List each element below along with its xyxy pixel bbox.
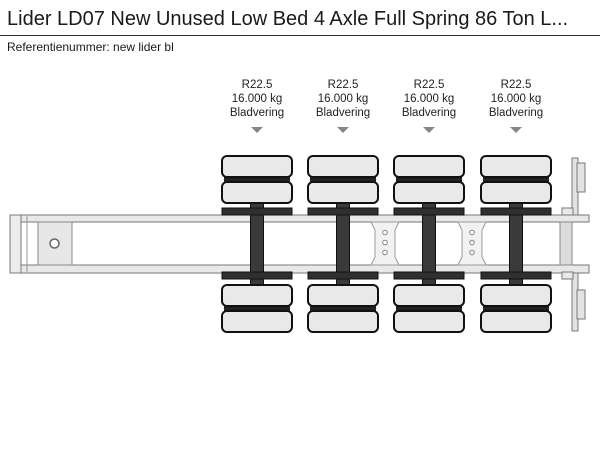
kingpin: [49, 238, 60, 249]
arrow-down-icon: [337, 127, 349, 133]
tire: [221, 155, 293, 178]
axle-4-tyre-size: R22.5: [500, 79, 532, 91]
axle-2-suspension: Bladvering: [315, 107, 371, 119]
rear-marker-bottom: [576, 289, 586, 320]
axle-4-weight: 16.000 kg: [490, 93, 542, 105]
axle-3-suspension: Bladvering: [401, 107, 457, 119]
tire: [307, 310, 379, 333]
axle-2: [307, 155, 379, 333]
cross-plate-1: [370, 221, 400, 266]
tire: [221, 181, 293, 204]
axle-4: [480, 155, 552, 333]
rear-crossmember: [559, 207, 574, 280]
tire: [307, 155, 379, 178]
page-title: Lider LD07 New Unused Low Bed 4 Axle Ful…: [7, 8, 569, 30]
axle-2-weight: 16.000 kg: [317, 93, 369, 105]
axle-3-tyre-size: R22.5: [413, 79, 445, 91]
tire: [480, 181, 552, 204]
arrow-down-icon: [423, 127, 435, 133]
tire: [307, 181, 379, 204]
tire: [307, 284, 379, 307]
reference-number: Referentienummer: new lider bl: [7, 40, 174, 54]
axle-4-spec-label: R22.5 16.000 kg Bladvering: [471, 78, 561, 133]
axle-2-spec-label: R22.5 16.000 kg Bladvering: [298, 78, 388, 133]
axle-1-tyre-size: R22.5: [241, 79, 273, 91]
tire: [393, 155, 465, 178]
axle-3: [393, 155, 465, 333]
axle-4-suspension: Bladvering: [488, 107, 544, 119]
tire: [393, 181, 465, 204]
axle-1-suspension: Bladvering: [229, 107, 285, 119]
title-divider: [0, 35, 600, 36]
tire: [480, 155, 552, 178]
axle-1-weight: 16.000 kg: [231, 93, 283, 105]
axle-3-weight: 16.000 kg: [403, 93, 455, 105]
axle-3-spec-label: R22.5 16.000 kg Bladvering: [384, 78, 474, 133]
arrow-down-icon: [251, 127, 263, 133]
tire: [393, 284, 465, 307]
front-end-cap: [9, 214, 22, 274]
kingpin-plate: [37, 221, 73, 266]
frame-rail-top: [9, 214, 590, 223]
axle-1-spec-label: R22.5 16.000 kg Bladvering: [212, 78, 302, 133]
axle-1: [221, 155, 293, 333]
rear-marker-top: [576, 162, 586, 193]
tire: [480, 310, 552, 333]
axle-2-tyre-size: R22.5: [327, 79, 359, 91]
cross-plate-2: [457, 221, 487, 266]
tire: [221, 310, 293, 333]
tire: [393, 310, 465, 333]
trailer-frame: [9, 214, 590, 274]
tire: [221, 284, 293, 307]
tire: [480, 284, 552, 307]
arrow-down-icon: [510, 127, 522, 133]
